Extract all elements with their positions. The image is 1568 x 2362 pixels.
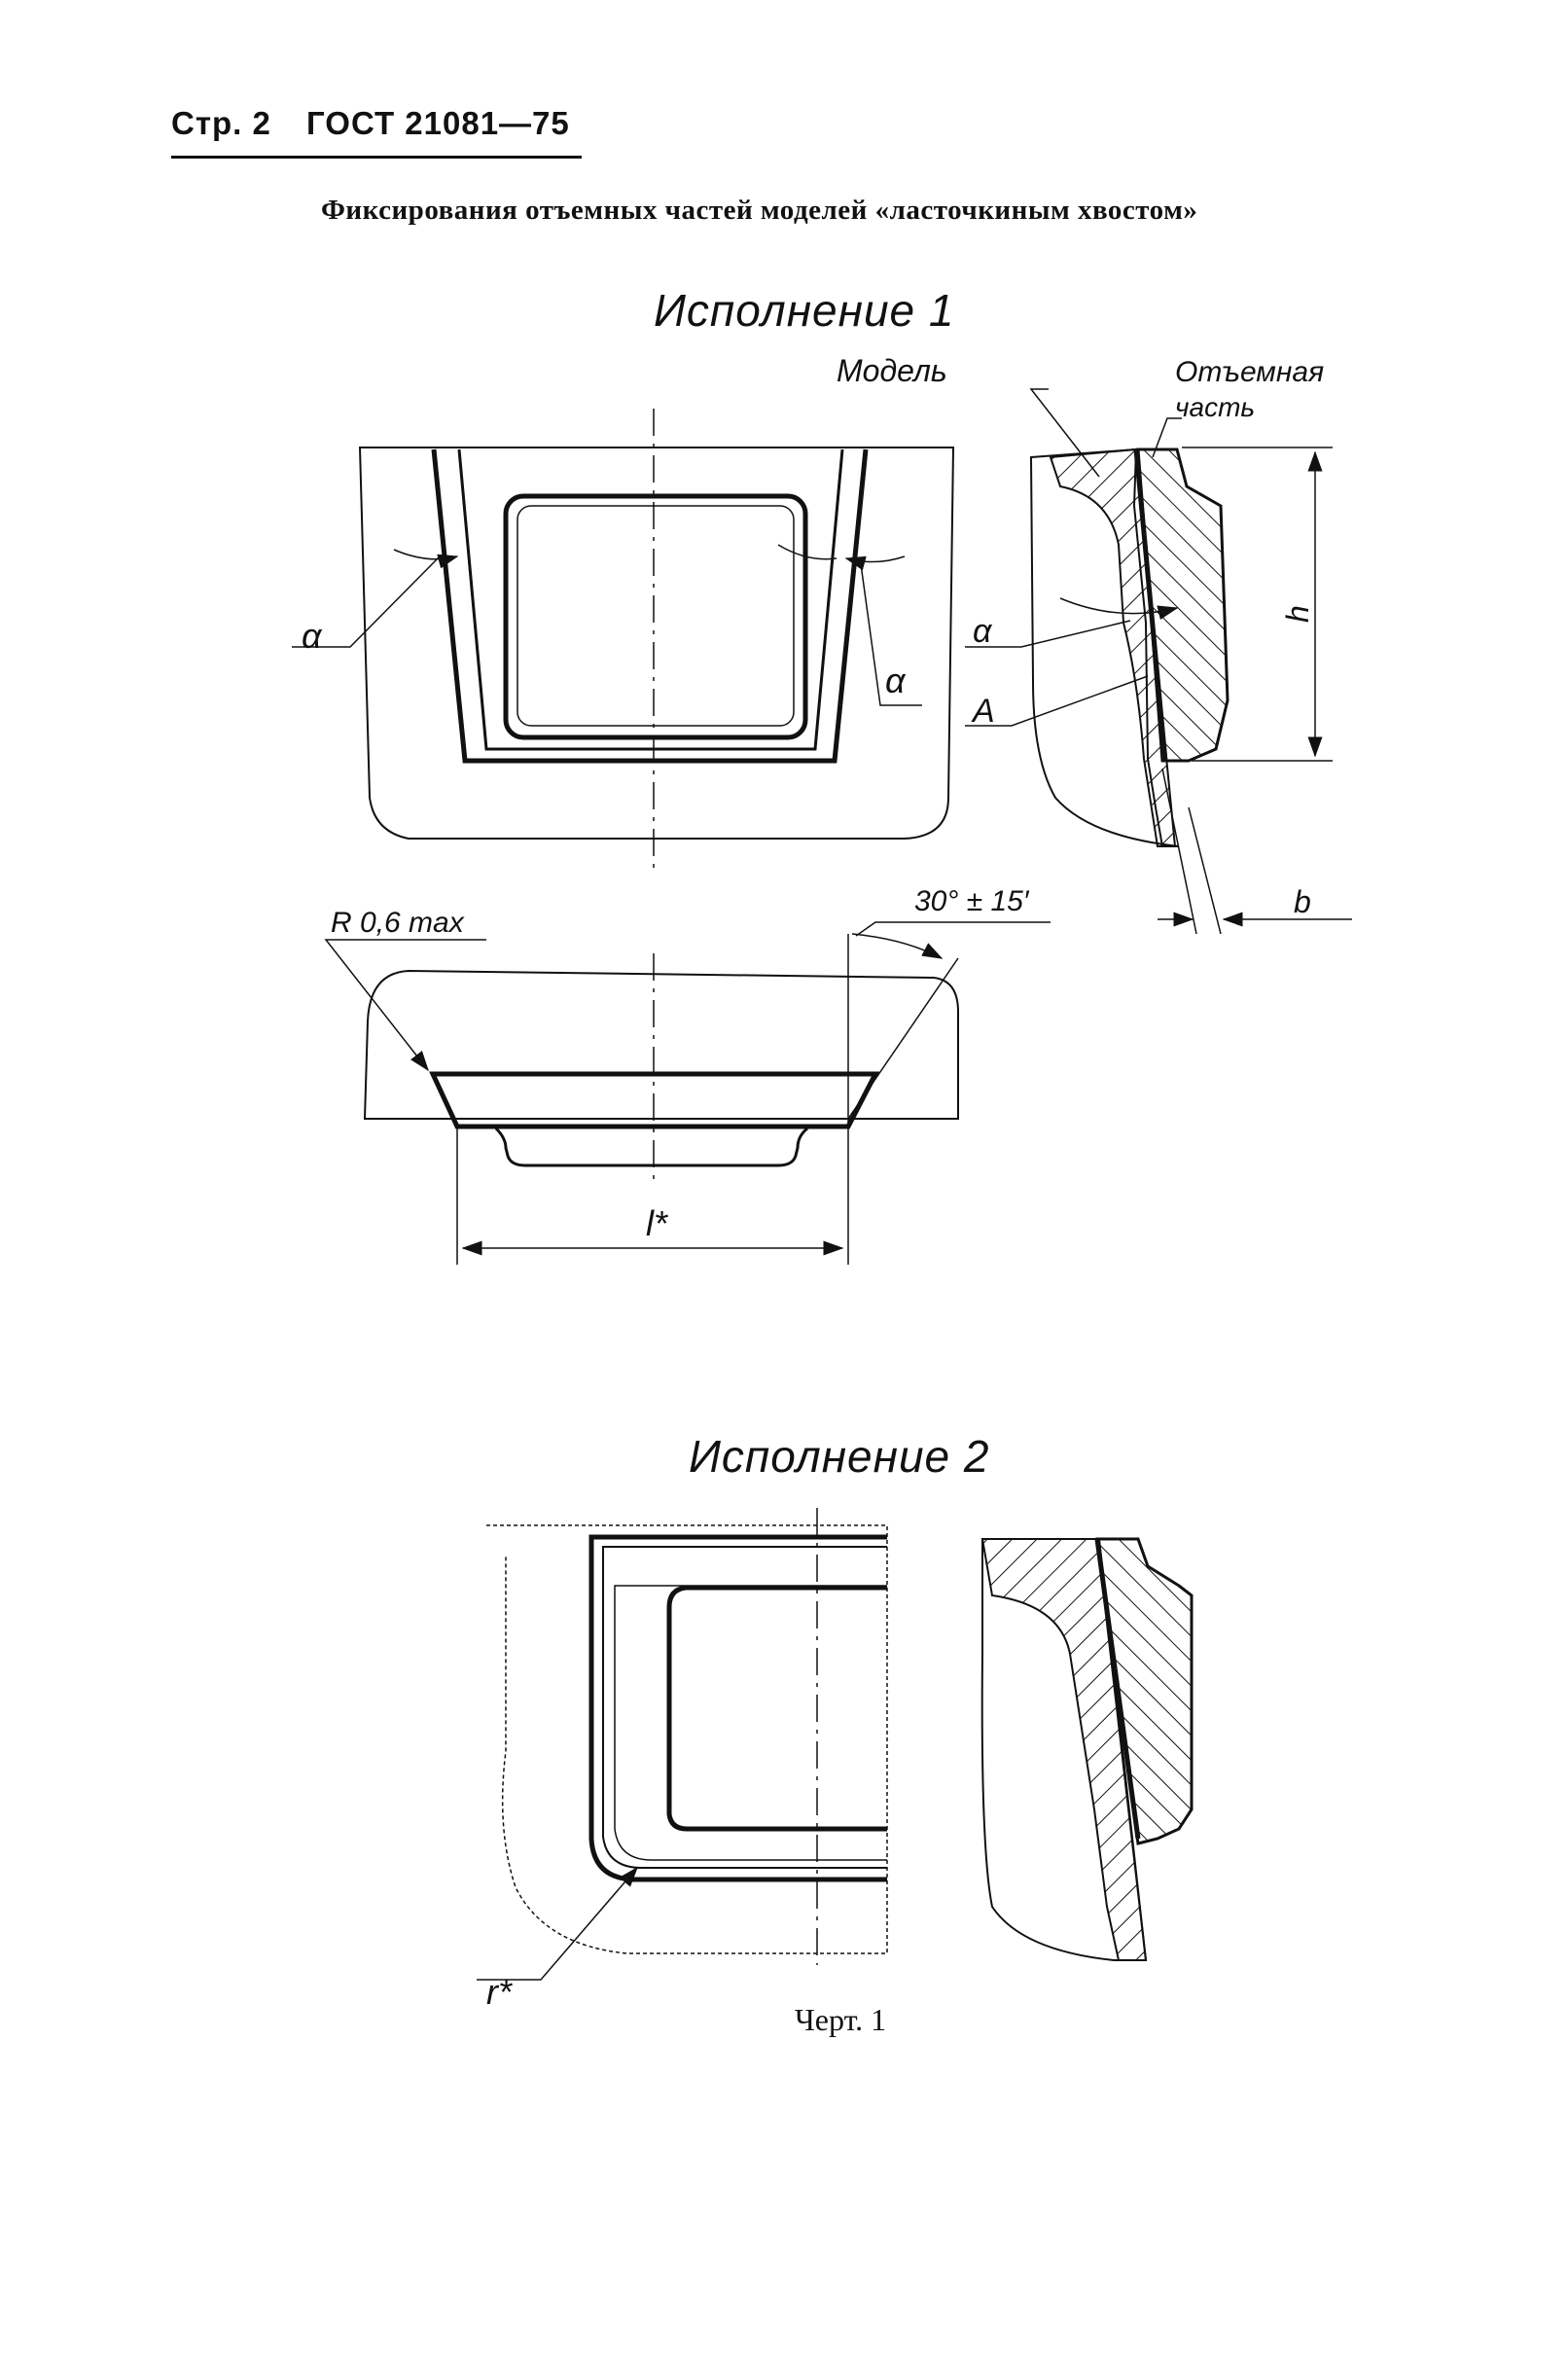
v1-front-view [292,409,955,876]
v1-bottom-outline [363,969,959,1120]
variant2-heading: Исполнение 2 [689,1431,990,1482]
page-header: Стр. 2 ГОСТ 21081—75 [171,105,570,142]
label-r: r* [486,1972,513,2012]
v2-front-view [477,1508,888,1981]
label-model: Модель [837,353,947,388]
label-radius: R 0,6 max [331,907,465,939]
v2-section-model [980,1538,1148,1961]
label-h: h [1280,605,1315,623]
v2-pocket [666,1585,887,1832]
v1-dovetail-outer [431,448,869,764]
label-angle: 30° ± 15′ [914,885,1030,917]
v1-section-view [965,388,1352,935]
label-a: A [971,693,995,730]
label-alpha-right: α [885,661,907,700]
label-b: b [1294,884,1311,919]
v2-dovetail-inner [614,1585,887,1861]
v2-section-model-hatched [980,1538,1148,1961]
v1-model-outline [358,447,955,840]
v2-model-outline [486,1524,888,1954]
label-removable-part-line1: Отъемная [1175,356,1324,388]
v1-pocket-inner [517,505,795,727]
page-number: Стр. 2 [171,105,271,141]
label-removable-part-line2: часть [1175,392,1255,422]
label-alpha-left: α [302,616,323,656]
v2-section-view [980,1537,1194,1961]
v1-dovetail-inner [457,448,844,751]
v2-section-part [1095,1537,1194,1845]
header-rule [171,156,582,159]
label-alpha-section: α [973,613,993,650]
v1-pocket [503,493,808,740]
document-title: Фиксирования отъемных частей моделей «ла… [321,195,1198,226]
standard-number: ГОСТ 21081—75 [306,105,570,141]
variant1-heading: Исполнение 1 [654,285,955,336]
label-l: l* [646,1203,668,1243]
v2-dovetail-mid [602,1546,887,1869]
v1-bottom-boss [494,1127,808,1167]
v1-bottom-view [324,921,1051,1265]
figure-caption: Черт. 1 [795,2002,887,2037]
